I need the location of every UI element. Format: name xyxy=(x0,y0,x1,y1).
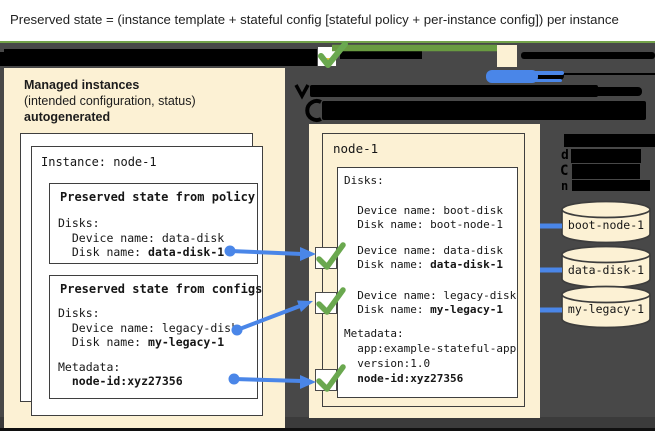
redaction-fragment: C xyxy=(560,163,569,179)
config-swatch xyxy=(497,45,517,67)
redaction-bar xyxy=(340,50,422,59)
disks-label: Disks: xyxy=(58,216,100,230)
panel-subtitle: (intended configuration, status) xyxy=(24,94,196,108)
metadata-value: node-id:xyz27356 xyxy=(344,372,464,385)
device-name-line: Device name: legacy-disk xyxy=(58,321,239,335)
instance-card: Instance: node-1 Preserved state from po… xyxy=(31,146,263,416)
disk-name-line: Disk name: data-disk-1 xyxy=(344,258,503,271)
checkbox-data-disk xyxy=(315,247,337,269)
redaction-line xyxy=(560,73,655,75)
policy-box-title: Preserved state from policy xyxy=(60,190,256,204)
redaction-fragment: n xyxy=(561,179,569,193)
device-name-line: Device name: legacy-disk xyxy=(344,289,517,302)
disk-name-prefix: Disk name: xyxy=(58,245,149,259)
metadata-label: Metadata: xyxy=(344,327,404,340)
disk-name-prefix: Disk name: xyxy=(58,335,149,349)
disk-cylinder-label: boot-node-1 xyxy=(567,218,645,232)
checkbox-metadata xyxy=(315,369,337,391)
title-banner: Preserved state = (instance template + s… xyxy=(0,0,655,43)
disk-name-value: data-disk-1 xyxy=(430,258,503,271)
redaction-bar xyxy=(564,134,655,147)
disk-cylinder-label: my-legacy-1 xyxy=(567,302,645,316)
redaction-bar xyxy=(572,180,650,191)
disk-name-prefix: Disk name: xyxy=(344,258,431,271)
disk-name-prefix: Disk name: xyxy=(344,303,431,316)
disk-cylinder-legacy xyxy=(561,285,651,329)
device-name-line: Device name: boot-disk xyxy=(344,204,503,217)
panel-title: Managed instances xyxy=(24,78,140,92)
disk-name-line: Disk name: my-legacy-1 xyxy=(344,303,503,316)
redaction-scribble xyxy=(519,71,564,80)
metadata-value: node-id:xyz27356 xyxy=(58,374,183,388)
node-title: node-1 xyxy=(333,141,379,156)
configs-state-box: Preserved state from configs Disks: Devi… xyxy=(49,275,262,399)
redaction-scribble xyxy=(588,87,642,96)
checkbox-top xyxy=(317,46,337,67)
redaction-fragment-c xyxy=(305,99,322,122)
redaction-bar xyxy=(0,52,12,66)
bottom-edge xyxy=(0,428,655,431)
disk-name-line: Disk name: boot-node-1 xyxy=(344,218,503,231)
disk-name-value: my-legacy-1 xyxy=(430,303,503,316)
device-name-line: Device name: data-disk xyxy=(344,244,503,257)
metadata-label: Metadata: xyxy=(58,360,121,374)
disk-name-prefix: Disk name: xyxy=(344,218,431,231)
redaction-bar xyxy=(571,149,641,163)
configs-box-title: Preserved state from configs xyxy=(60,282,263,296)
disk-name-value: my-legacy-1 xyxy=(148,335,225,349)
panel-subtitle-2: autogenerated xyxy=(24,110,111,124)
redaction-bar xyxy=(572,164,640,179)
instance-card-title: Instance: node-1 xyxy=(41,155,157,169)
disks-label: Disks: xyxy=(58,306,100,320)
redaction-bar xyxy=(322,101,646,120)
disks-label: Disks: xyxy=(344,174,384,187)
redaction-fragment: d xyxy=(561,148,569,163)
disk-cylinder-label: data-disk-1 xyxy=(567,263,645,277)
policy-state-box: Preserved state from policy Disks: Devic… xyxy=(49,183,258,264)
checkbox-legacy-disk xyxy=(315,292,337,314)
blue-scribble xyxy=(520,79,562,82)
redaction-scribble xyxy=(521,52,655,59)
redaction-bar xyxy=(4,49,318,66)
metadata-line: version:1.0 xyxy=(344,357,431,370)
redaction-bar xyxy=(310,85,598,97)
metadata-line: app:example-stateful-app xyxy=(344,342,517,355)
disk-name-value: data-disk-1 xyxy=(148,245,225,259)
device-name-line: Device name: data-disk xyxy=(58,231,225,245)
disk-name-line: Disk name: data-disk-1 xyxy=(58,245,224,259)
blue-scribble xyxy=(530,71,564,75)
disk-name-line: Disk name: my-legacy-1 xyxy=(58,335,224,349)
disk-cylinder-boot xyxy=(561,200,651,244)
disk-name-value: boot-node-1 xyxy=(430,218,503,231)
redaction-fragment-v xyxy=(294,84,310,100)
vm-disks-box: Disks: Device name: boot-disk Disk name:… xyxy=(337,167,518,398)
